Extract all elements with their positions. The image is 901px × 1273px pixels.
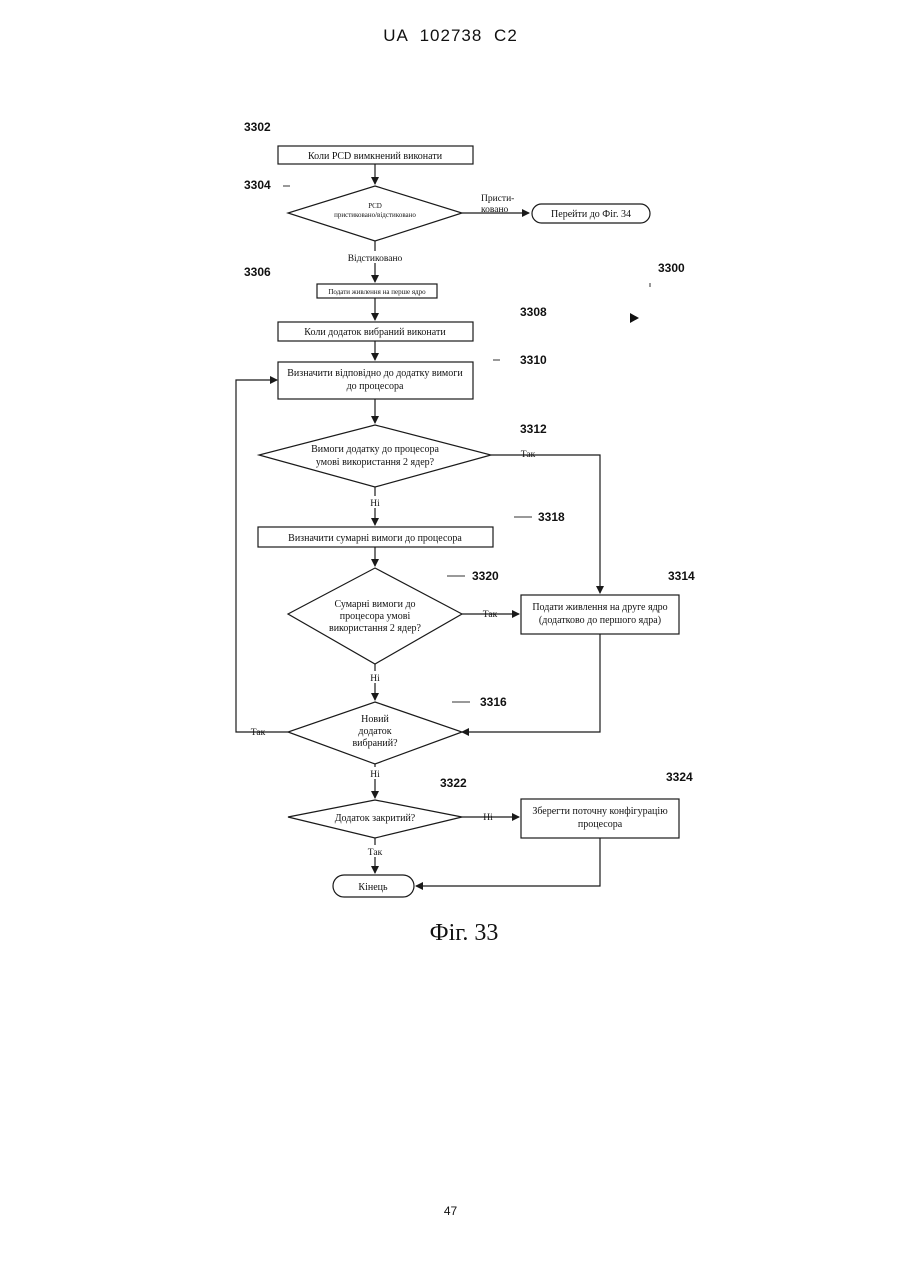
ref-3324: 3324 <box>666 770 693 784</box>
text-3324-line1: Зберегти поточну конфігурацію <box>532 806 668 817</box>
ref-3308: 3308 <box>520 305 547 319</box>
text-3320-line3: використання 2 ядер? <box>329 623 422 634</box>
label-docked-line2: ковано <box>481 205 509 215</box>
label-docked-line1: Присти- <box>481 194 514 204</box>
label-3322-yes: Так <box>368 848 383 858</box>
text-3316-line3: вибраний? <box>352 738 398 749</box>
label-3316-yes: Так <box>251 728 266 738</box>
label-3312-no: Ні <box>370 499 380 509</box>
text-3308: Коли додаток вибраний виконати <box>304 327 446 338</box>
label-3320-no: Ні <box>370 674 380 684</box>
ref-3302: 3302 <box>244 120 271 134</box>
text-3310-line1: Визначити відповідно до додатку вимоги <box>287 368 463 379</box>
ref-3306: 3306 <box>244 265 271 279</box>
text-3302: Коли PCD вимкнений виконати <box>308 151 443 162</box>
text-3314-line1: Подати живлення на друге ядро <box>532 602 667 613</box>
ref-3312: 3312 <box>520 422 547 436</box>
label-undocked: Відстиковано <box>348 254 403 264</box>
figure-caption: Фіг. 33 <box>430 920 499 946</box>
ref-3310: 3310 <box>520 353 547 367</box>
edge-3324-end <box>416 838 600 886</box>
text-3320-line2: процесора умові <box>340 611 411 622</box>
text-3316-line1: Новий <box>361 714 389 725</box>
text-end: Кінець <box>358 882 388 893</box>
page-number: 47 <box>0 1204 901 1218</box>
edge-3314-3316 <box>462 634 600 732</box>
text-3312-line1: Вимоги додатку до процесора <box>311 444 439 455</box>
ref-3304: 3304 <box>244 178 271 192</box>
leader-3300-arrow <box>630 313 639 323</box>
text-3312-line2: умові використання 2 ядер? <box>316 457 435 468</box>
text-3324-line2: процесора <box>578 819 623 830</box>
edge-3312-yes-3314 <box>491 455 600 593</box>
text-3314-line2: (додатково до першого ядра) <box>539 615 661 626</box>
ref-3318: 3318 <box>538 510 565 524</box>
ref-3300: 3300 <box>658 261 685 275</box>
text-go-fig34: Перейти до Фіг. 34 <box>551 209 631 220</box>
edge-3316-yes-loop <box>236 380 288 732</box>
text-3306: Подати живлення на перше ядро <box>328 288 426 296</box>
ref-3316: 3316 <box>480 695 507 709</box>
text-3304-line2: пристиковано/відстиковано <box>334 211 416 219</box>
label-3322-no: Ні <box>483 813 493 823</box>
label-3320-yes: Так <box>483 610 498 620</box>
ref-3320: 3320 <box>472 569 499 583</box>
text-3310-line2: до процесора <box>347 381 404 392</box>
text-3322: Додаток закритий? <box>335 813 416 824</box>
label-3312-yes: Так <box>521 450 536 460</box>
ref-3322: 3322 <box>440 776 467 790</box>
diamond-3312 <box>259 425 491 487</box>
ref-3314: 3314 <box>668 569 695 583</box>
text-3320-line1: Сумарні вимоги до <box>334 599 415 610</box>
text-3318: Визначити сумарні вимоги до процесора <box>288 533 462 544</box>
label-3316-no: Ні <box>370 770 380 780</box>
text-3304-line1: PCD <box>368 202 382 210</box>
text-3316-line2: додаток <box>358 726 391 737</box>
